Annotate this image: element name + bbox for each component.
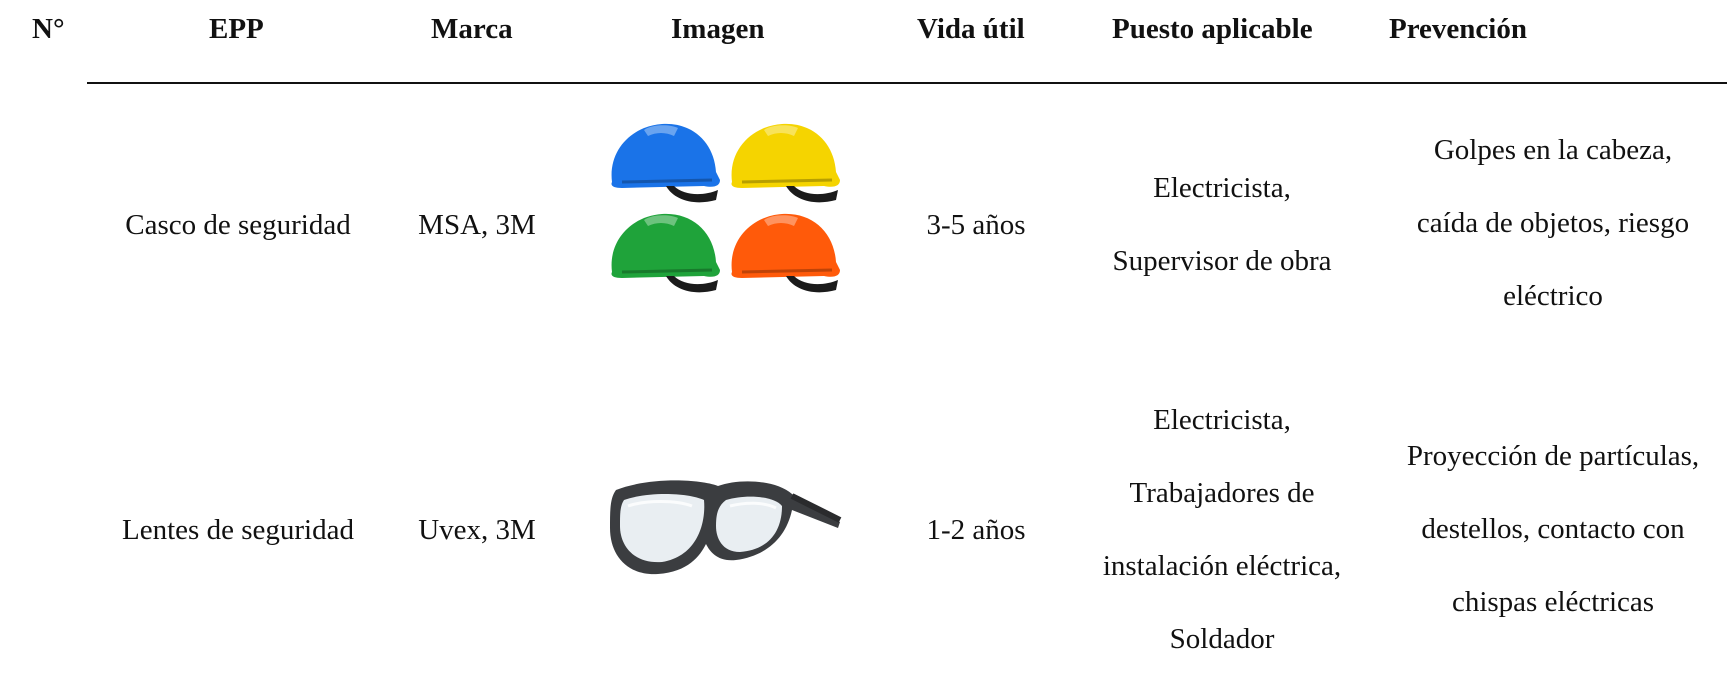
row2-vida-util: 1-2 años bbox=[926, 514, 1026, 546]
header-puesto: Puesto aplicable bbox=[1112, 13, 1313, 45]
helmet-orange bbox=[729, 212, 842, 294]
row1-prevencion-line: caída de objetos, riesgo bbox=[1416, 207, 1690, 239]
header-divider bbox=[87, 82, 1727, 84]
row1-prevencion: Golpes en la cabeza, caída de objetos, r… bbox=[1379, 114, 1727, 333]
row2-puesto-line: Trabajadores de bbox=[1129, 477, 1315, 509]
row2-prevencion-line: Proyección de partículas, bbox=[1406, 440, 1700, 472]
row2-puesto-line: instalación eléctrica, bbox=[1102, 550, 1342, 582]
helmet-yellow bbox=[729, 122, 842, 204]
row1-puesto-line: Supervisor de obra bbox=[1112, 245, 1332, 277]
row1-puesto: Electricista, Supervisor de obra bbox=[1082, 152, 1362, 298]
row1-vida-util: 3-5 años bbox=[926, 209, 1026, 241]
row2-puesto-line: Electricista, bbox=[1153, 404, 1291, 436]
row2-prevencion-line: destellos, contacto con bbox=[1421, 513, 1685, 545]
row2-puesto: Electricista, Trabajadores de instalació… bbox=[1077, 384, 1367, 676]
row1-marca: MSA, 3M bbox=[418, 209, 536, 241]
row1-prevencion-line: eléctrico bbox=[1503, 280, 1603, 312]
row1-puesto-line: Electricista, bbox=[1153, 172, 1291, 204]
header-epp: EPP bbox=[209, 13, 264, 45]
row2-epp: Lentes de seguridad bbox=[122, 514, 354, 546]
header-num: N° bbox=[32, 13, 65, 45]
helmets-icon bbox=[604, 118, 844, 304]
row1-epp: Casco de seguridad bbox=[125, 209, 351, 241]
row2-marca: Uvex, 3M bbox=[418, 514, 536, 546]
row2-prevencion-line: chispas eléctricas bbox=[1451, 586, 1655, 618]
safety-glasses-icon bbox=[606, 476, 842, 580]
row2-puesto-line: Soldador bbox=[1169, 623, 1275, 655]
row1-prevencion-line: Golpes en la cabeza, bbox=[1433, 134, 1673, 166]
header-vida-util: Vida útil bbox=[917, 13, 1025, 45]
header-prevencion: Prevención bbox=[1389, 13, 1527, 45]
row2-prevencion: Proyección de partículas, destellos, con… bbox=[1379, 420, 1727, 639]
header-marca: Marca bbox=[431, 13, 513, 45]
helmet-green bbox=[609, 212, 722, 294]
helmet-blue bbox=[609, 122, 722, 204]
header-imagen: Imagen bbox=[671, 13, 765, 45]
